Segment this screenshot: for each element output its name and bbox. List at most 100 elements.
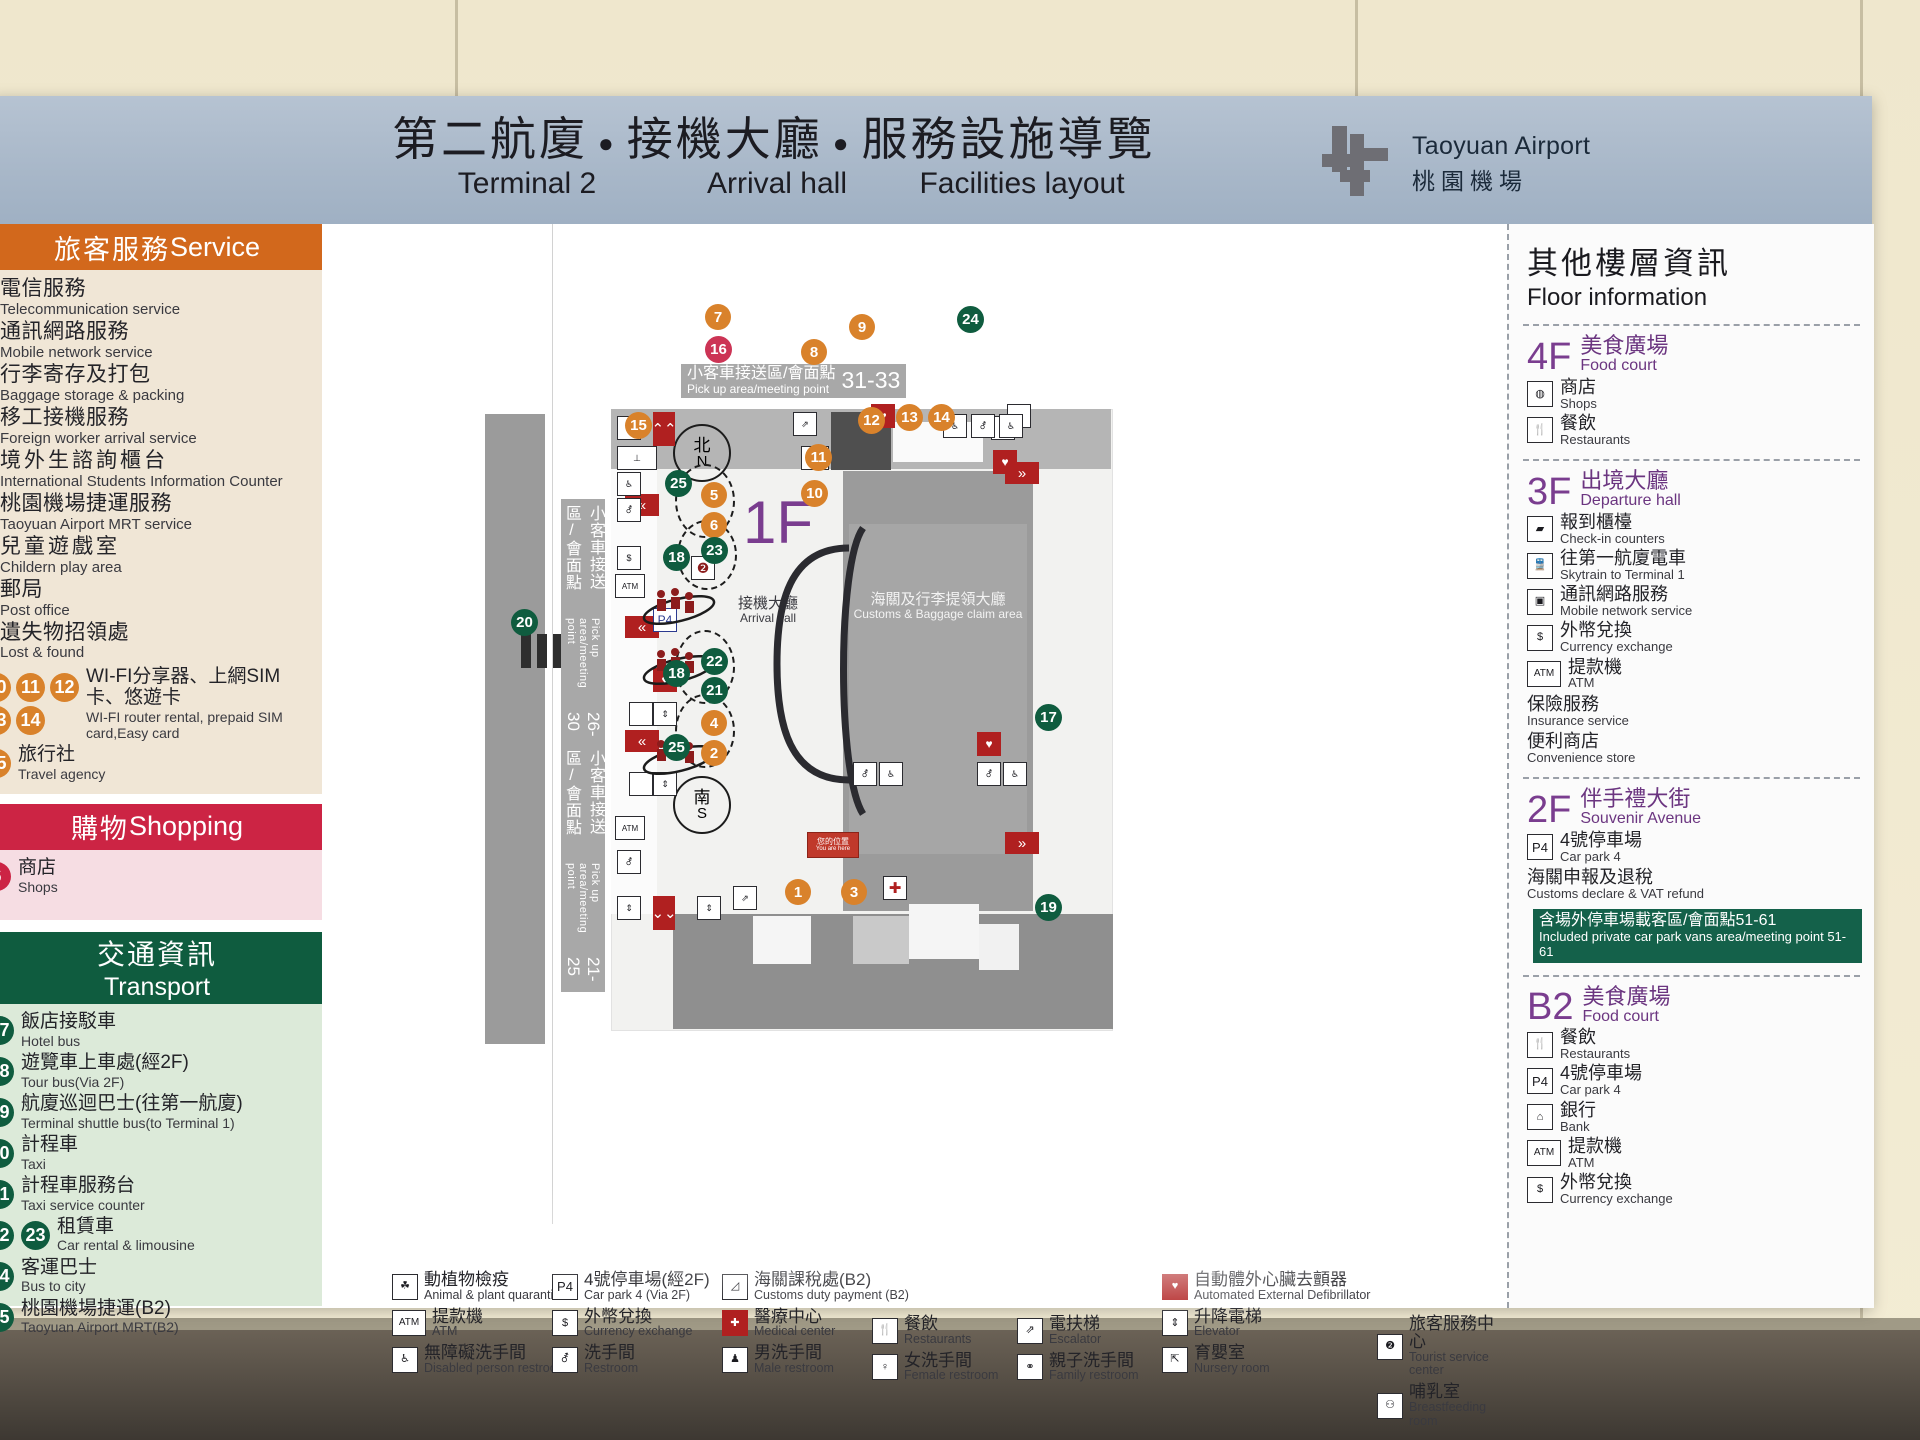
list-item[interactable]: 24 客運巴士 Bus to city (0, 1256, 322, 1297)
list-item[interactable]: 21 計程車服務台 Taxi service counter (0, 1174, 322, 1215)
terminal-map[interactable]: 1F 小客車接送區/會面點 Pick up area/meeting point… (485, 224, 1508, 1224)
transport-badge[interactable]: 24 (0, 1261, 14, 1291)
list-item[interactable]: 17 飯店接駁車 Hotel bus (0, 1010, 322, 1051)
service-badge[interactable]: 10 (0, 672, 11, 702)
list-item[interactable]: 18 遊覽車上車處(經2F) Tour bus(Via 2F) (0, 1051, 322, 1092)
map-point-16[interactable]: 16 (705, 336, 732, 363)
map-point-13[interactable]: 13 (896, 404, 923, 431)
legend-item-text: 海關課稅處(B2)Customs duty payment (B2) (754, 1271, 909, 1303)
transport-badge[interactable]: 18 (0, 1056, 14, 1086)
map-point-25[interactable]: 25 (663, 734, 690, 761)
travel-agency-zh: 旅行社 (18, 743, 76, 765)
list-item[interactable]: 兒童遊戲室 Childern play area (0, 534, 322, 577)
map-point-5[interactable]: 5 (701, 482, 727, 508)
transport-badge[interactable]: 22 (0, 1220, 14, 1250)
restroom-icon: ⚦ (971, 414, 995, 438)
taoyuan-airport-logo-icon (1322, 118, 1404, 202)
shopping-badge[interactable]: 6 (0, 861, 11, 891)
list-item[interactable]: 桃園機場捷運服務 Taoyuan Airport MRT service (0, 491, 322, 534)
transport-badge[interactable]: 25 (0, 1302, 14, 1332)
map-point-18[interactable]: 18 (663, 544, 690, 571)
transport-badge[interactable]: 20 (0, 1138, 14, 1168)
map-point-22[interactable]: 22 (701, 648, 728, 675)
map-point-19[interactable]: 19 (1035, 894, 1062, 921)
map-point-2[interactable]: 2 (701, 740, 727, 766)
nursery-icon (629, 772, 653, 796)
customs-duty-icon: ◿ (722, 1273, 748, 1300)
map-point-8[interactable]: 8 (801, 339, 827, 365)
disabled-restroom-icon: ♿ (879, 762, 903, 786)
list-item[interactable]: 19 航廈巡迴巴士(往第一航廈) Terminal shuttle bus(to… (0, 1092, 322, 1133)
map-point-15[interactable]: 15 (625, 412, 652, 439)
map-point-9[interactable]: 9 (849, 314, 875, 340)
service-badge[interactable]: 14 (16, 705, 45, 735)
transport-badge[interactable]: 19 (0, 1097, 14, 1127)
transport-header-zh: 交通資訊 (96, 939, 217, 971)
legend-item-en: Escalator (1049, 1331, 1102, 1346)
map-point-14[interactable]: 14 (928, 404, 955, 431)
map-point-24[interactable]: 24 (957, 306, 984, 333)
legend-item-en: Female restroom (904, 1368, 999, 1383)
list-item[interactable]: 郵局 Post office (0, 577, 322, 620)
transport-badge[interactable]: 21 (0, 1179, 14, 1209)
map-point-7[interactable]: 7 (705, 304, 731, 330)
list-item[interactable]: 25 桃園機場捷運(B2) Taoyuan Airport MRT(B2) (0, 1297, 322, 1338)
floor-name-zh: 美食廣場 (1580, 333, 1669, 358)
wifi-service-row[interactable]: 10 11 12 13 14 WI-FI分享器、上網SIM卡、悠遊卡 WI-FI… (0, 665, 322, 743)
map-point-20[interactable]: 20 (511, 609, 538, 636)
list-item[interactable]: 移工接機服務 Foreign worker arrival service (0, 405, 322, 448)
map-point-23[interactable]: 23 (701, 537, 728, 564)
list-item[interactable]: 行李寄存及打包 Baggage storage & packing (0, 362, 322, 405)
map-point-1[interactable]: 1 (785, 879, 811, 905)
map-point-25[interactable]: 25 (665, 470, 692, 497)
map-point-18[interactable]: 18 (663, 660, 690, 687)
list-item[interactable]: 22 23 租賃車 Car rental & limousine (0, 1215, 322, 1256)
list-item[interactable]: 遺失物招領處 Lost & found (0, 620, 322, 663)
map-point-4[interactable]: 4 (701, 710, 727, 736)
travel-agency-row[interactable]: 15 旅行社 Travel agency (0, 743, 322, 784)
transport-badge[interactable]: 17 (0, 1015, 14, 1045)
map-point-17[interactable]: 17 (1035, 704, 1062, 731)
list-item[interactable]: 20 計程車 Taxi (0, 1133, 322, 1174)
list-item[interactable]: 境外生諮詢櫃台 International Students Informati… (0, 448, 322, 491)
service-badge[interactable]: 11 (16, 672, 45, 702)
service-item-zh: 遺失物招領處 (0, 620, 129, 644)
service-badge[interactable]: 15 (0, 748, 11, 778)
map-point-11[interactable]: 11 (805, 444, 832, 471)
compass-north-zh: 北 (693, 436, 711, 455)
map-point-10[interactable]: 10 (801, 480, 828, 507)
map-point-6[interactable]: 6 (701, 512, 727, 538)
list-item[interactable]: 電信服務 Telecommunication service (0, 276, 322, 319)
map-point-21[interactable]: 21 (701, 677, 728, 704)
list-item[interactable]: 通訊網路服務 Mobile network service (0, 319, 322, 362)
map-point-3[interactable]: 3 (841, 879, 867, 905)
list-item[interactable]: 6 商店 Shops (0, 856, 322, 897)
transport-badge[interactable]: 23 (21, 1220, 50, 1250)
service-badge[interactable]: 13 (0, 705, 11, 735)
service-badge[interactable]: 12 (50, 672, 79, 702)
legend-item-zh: 無障礙洗手間 (424, 1343, 526, 1363)
restaurant-icon: 🍴 (1527, 417, 1553, 444)
item-zh: 商店 (1560, 376, 1596, 397)
map-point-12[interactable]: 12 (858, 407, 885, 434)
